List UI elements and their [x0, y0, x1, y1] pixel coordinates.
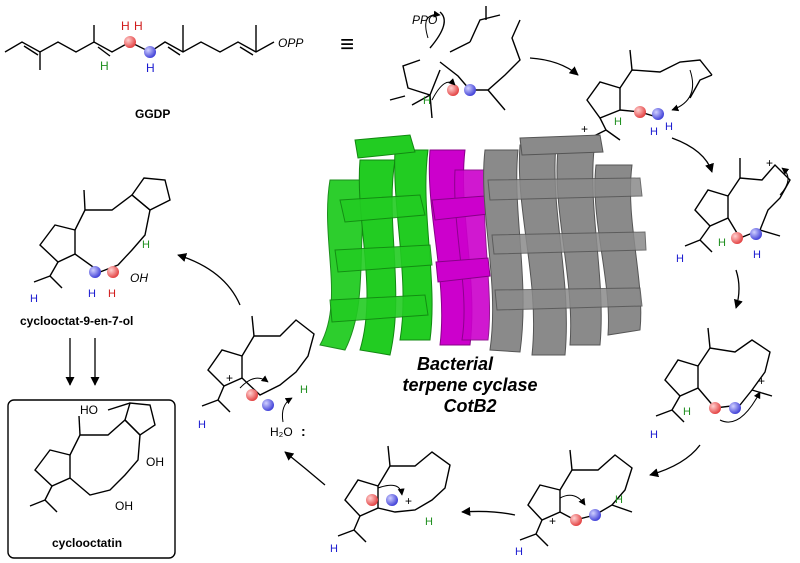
- int2-blue-atom: [750, 228, 762, 240]
- ggdp-h-red-2: H: [134, 19, 143, 33]
- enol-h-red: H: [108, 288, 116, 300]
- intermediate-2: [684, 158, 791, 253]
- ppo-label: PPO: [412, 13, 437, 27]
- int6-cation: +: [226, 371, 233, 385]
- arrow-1: [529, 57, 579, 76]
- int1-red-atom: [634, 106, 646, 118]
- int2-cation: +: [766, 156, 773, 170]
- int3-red-atom: [709, 402, 721, 414]
- cyclooctatin-structure: [29, 402, 156, 513]
- arrow-6: [284, 451, 326, 486]
- enol-blue-atom: [89, 266, 101, 278]
- folded-ggdp: [389, 6, 521, 119]
- folded-red-atom: [447, 84, 459, 96]
- cyclooctatenol-structure: [33, 177, 171, 289]
- protein-green-domain: [319, 134, 433, 356]
- enol-name-label: cyclooctat-9-en-7-ol: [20, 314, 133, 328]
- int4-blue-atom: [589, 509, 601, 521]
- int6-h-green: H: [300, 384, 308, 396]
- int4-cation: +: [549, 514, 556, 528]
- equivalence-symbol: ≡: [340, 31, 354, 58]
- enol-red-atom: [107, 266, 119, 278]
- int5-blue-atom: [386, 494, 398, 506]
- protein-magenta-domain: [428, 149, 491, 346]
- int3-h-blue: H: [650, 429, 658, 441]
- ggdp-name-label: GGDP: [135, 107, 170, 121]
- enol-h-blue-1: H: [88, 288, 96, 300]
- int4-h-green: H: [615, 494, 623, 506]
- int3-cation: +: [758, 374, 765, 388]
- ggdp-red-atom: [124, 36, 136, 48]
- electron-arrows: [239, 10, 790, 506]
- int5-red-atom: [366, 494, 378, 506]
- enzyme-label-line1: Bacterial: [417, 354, 494, 374]
- int1-blue-atom: [652, 108, 664, 120]
- arrow-7: [177, 253, 241, 306]
- cyclooctatin-oh-1: OH: [146, 455, 164, 469]
- int2-h-green: H: [718, 237, 726, 249]
- int2-h-blue: H: [753, 249, 761, 261]
- int3-h-green: H: [683, 406, 691, 418]
- int4-h-blue: H: [515, 546, 523, 558]
- enol-h-green: H: [142, 239, 150, 251]
- arrow-2: [671, 137, 714, 173]
- int6-h-blue: H: [198, 419, 206, 431]
- int1-h-green: H: [614, 116, 622, 128]
- intermediate-6: [201, 315, 315, 413]
- enzyme-label-line3: CotB2: [444, 396, 497, 416]
- intermediate-3: [655, 327, 773, 423]
- int1-h-blue-2: H: [665, 121, 673, 133]
- ggdp-opp-label: OPP: [278, 36, 303, 50]
- int5-h-green: H: [425, 516, 433, 528]
- intermediate-5: [337, 445, 451, 543]
- arrow-5: [461, 506, 516, 516]
- arrow-4: [649, 444, 701, 478]
- water-lone-pair: :: [301, 423, 306, 439]
- enzyme-label-line2: terpene cyclase: [402, 375, 537, 395]
- int5-cation: +: [405, 494, 412, 508]
- int1-cation: +: [581, 122, 588, 136]
- int3-blue-atom: [729, 402, 741, 414]
- int1-h-blue-1: H: [650, 126, 658, 138]
- arrow-3: [733, 269, 743, 309]
- ggdp-h-blue: H: [146, 61, 155, 75]
- int6-red-atom: [246, 389, 258, 401]
- folded-blue-atom: [464, 84, 476, 96]
- int5-h-blue: H: [330, 543, 338, 555]
- ggdp-h-green: H: [100, 59, 109, 73]
- ggdp-structure: [4, 25, 275, 70]
- protein-grey-domain: [483, 134, 647, 356]
- cyclooctatin-box: [7, 399, 176, 559]
- cyclooctatin-oh-2: OH: [115, 499, 133, 513]
- folded-h-green: H: [423, 95, 431, 107]
- ggdp-h-red-1: H: [121, 19, 130, 33]
- water-label: H₂O: [270, 425, 293, 439]
- enol-h-blue-2: H: [30, 293, 38, 305]
- cyclooctatin-ho: HO: [80, 403, 98, 417]
- enol-oh: OH: [130, 271, 148, 285]
- reaction-arrows: [65, 57, 743, 516]
- int2-h-blue-2: H: [676, 253, 684, 265]
- int2-red-atom: [731, 232, 743, 244]
- int4-red-atom: [570, 514, 582, 526]
- ggdp-blue-atom: [144, 46, 156, 58]
- cyclooctatin-name-label: cyclooctatin: [52, 536, 122, 550]
- int6-blue-atom: [262, 399, 274, 411]
- intermediate-4: [519, 449, 633, 547]
- cotb2-protein-structure: [319, 134, 647, 356]
